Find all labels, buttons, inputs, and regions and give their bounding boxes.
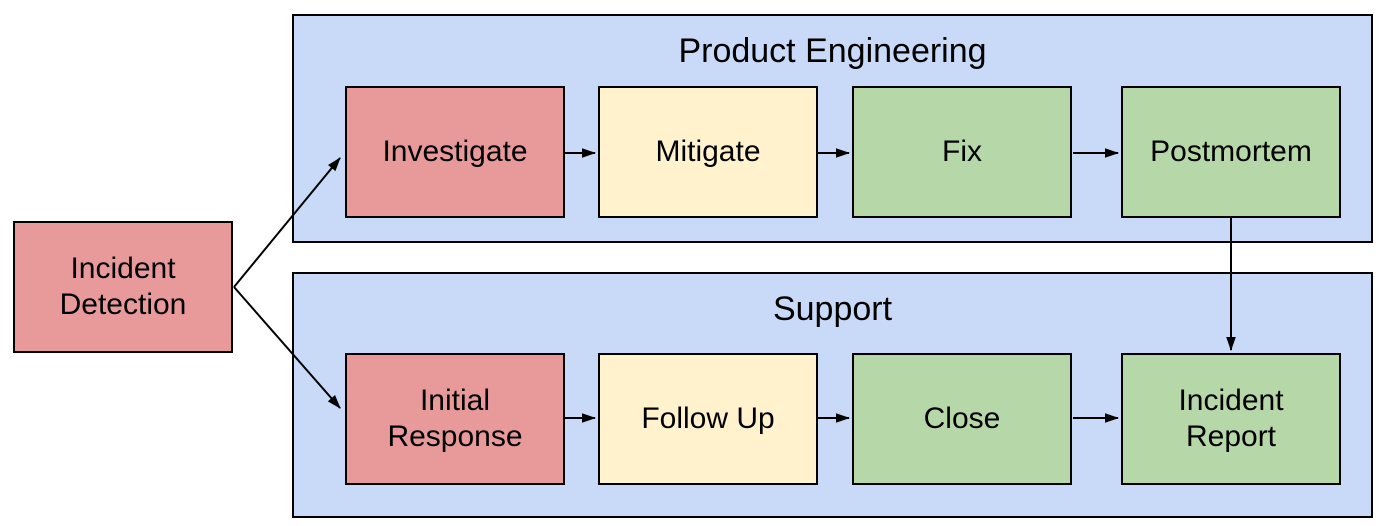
node-initial-response: Initial Response [345, 353, 565, 485]
node-incident-detection: Incident Detection [13, 221, 233, 353]
container-title-product-engineering: Product Engineering [678, 32, 987, 70]
node-postmortem: Postmortem [1121, 86, 1341, 218]
node-mitigate: Mitigate [598, 86, 818, 218]
node-incident-report: Incident Report [1121, 353, 1341, 485]
container-title-support: Support [772, 290, 893, 328]
node-investigate: Investigate [345, 86, 565, 218]
node-follow-up: Follow Up [598, 353, 818, 485]
node-fix: Fix [852, 86, 1072, 218]
node-close: Close [852, 353, 1072, 485]
